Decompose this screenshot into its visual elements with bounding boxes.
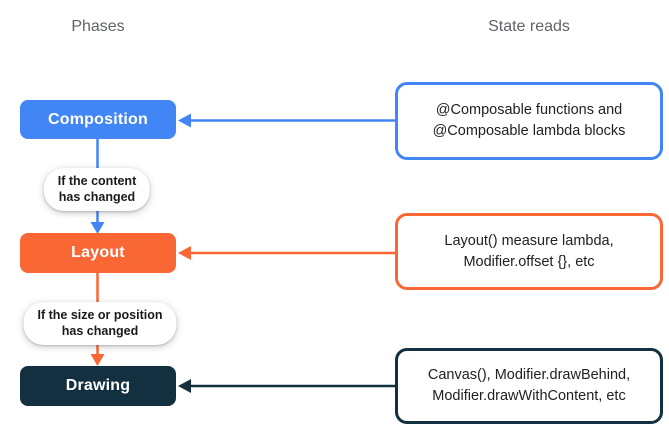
condition-text-line: has changed: [61, 324, 139, 338]
state-reads-column-header: State reads: [488, 18, 570, 35]
condition-text-line: If the content: [57, 174, 137, 188]
state-read-text-line: Modifier.offset {}, etc: [463, 253, 595, 270]
state-read-text-line: Modifier.drawWithContent, etc: [432, 388, 626, 404]
phase-box-composition: Composition: [20, 100, 176, 139]
condition-pill-content-changed: If the content has changed: [43, 168, 151, 211]
state-read-text-line: Layout() measure lambda,: [444, 232, 614, 249]
state-read-box-composition: @Composable functions and @Composable la…: [395, 82, 663, 160]
phase-label-layout: Layout: [71, 244, 125, 261]
phase-label-drawing: Drawing: [65, 377, 131, 394]
condition-text-line: has changed: [58, 190, 136, 204]
state-read-text-line: @Composable lambda blocks: [432, 123, 626, 139]
condition-text-line: If the size or position: [37, 308, 163, 322]
arrow-state-to-composition-icon: [178, 113, 396, 128]
phase-box-layout: Layout: [20, 233, 176, 273]
state-read-text-line: Canvas(), Modifier.drawBehind,: [427, 367, 631, 383]
state-read-text-line: @Composable functions and: [435, 102, 623, 118]
state-read-box-layout: Layout() measure lambda, Modifier.offset…: [395, 213, 663, 290]
arrow-state-to-drawing-icon: [178, 379, 396, 393]
condition-pill-size-position-changed: If the size or position has changed: [23, 302, 177, 345]
phase-box-drawing: Drawing: [20, 366, 176, 406]
state-read-box-drawing: Canvas(), Modifier.drawBehind, Modifier.…: [395, 348, 663, 424]
phases-column-header: Phases: [71, 18, 125, 35]
phase-label-composition: Composition: [48, 110, 148, 128]
arrow-state-to-layout-icon: [178, 246, 396, 260]
